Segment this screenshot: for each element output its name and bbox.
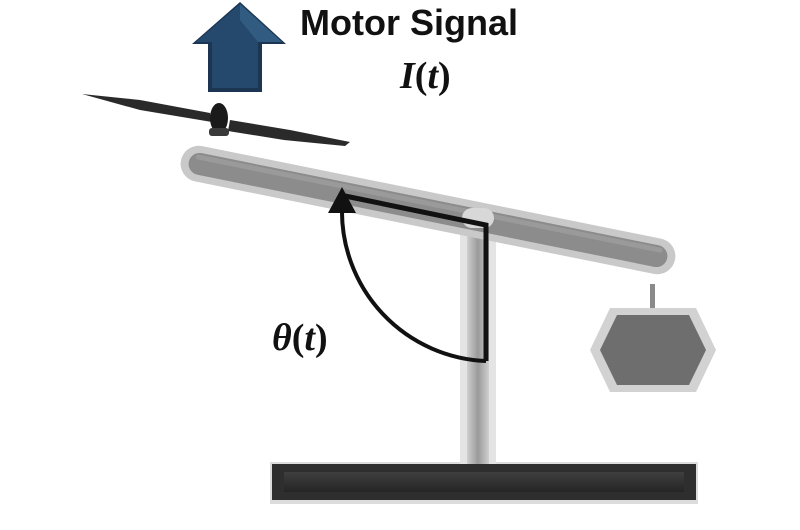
lever-beam: [180, 145, 676, 275]
signal-close-paren: ): [438, 55, 451, 97]
signal-symbol-name: I: [400, 55, 415, 97]
motor-signal-title: Motor Signal: [300, 2, 518, 43]
base-plate: [270, 462, 698, 504]
right-angle-marker: [344, 193, 489, 361]
up-arrow-icon: [192, 2, 286, 92]
arc-arrowhead-icon: [328, 187, 356, 213]
angle-symbol-name: θ: [272, 317, 292, 359]
angle-arc: [328, 187, 487, 363]
angle-symbol-label: θ(t): [272, 316, 328, 360]
angle-open-paren: (: [291, 317, 305, 359]
counter-weight: [590, 284, 716, 392]
signal-open-paren: (: [414, 55, 428, 97]
angle-symbol-argument: t: [304, 317, 315, 359]
angle-close-paren: ): [314, 317, 328, 359]
propeller: [82, 94, 350, 146]
support-post: [460, 214, 496, 464]
signal-symbol-label: I(t): [400, 54, 451, 98]
signal-symbol-argument: t: [427, 55, 439, 97]
